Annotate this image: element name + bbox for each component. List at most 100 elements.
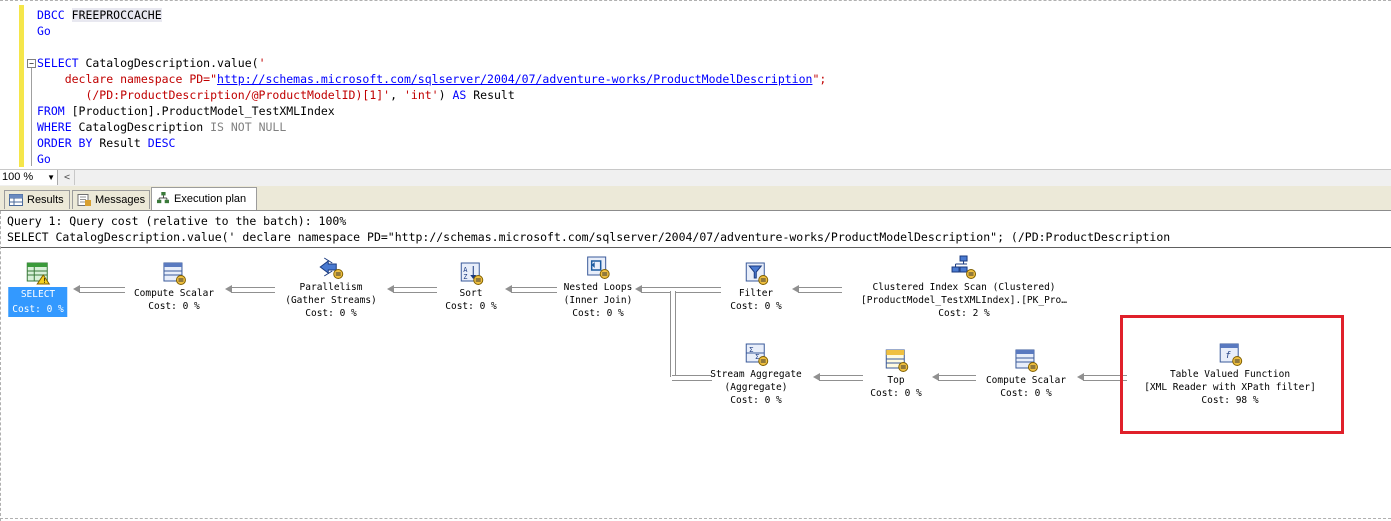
tab-execution-plan-label: Execution plan (174, 193, 247, 205)
code-line-5: declare namespace PD="http://schemas.mic… (37, 72, 827, 86)
clustered-index-scan-icon (951, 255, 976, 279)
svg-text:A: A (463, 266, 468, 274)
code-line-1: DBCC FREEPROCCACHE (37, 8, 162, 22)
bottom-border (0, 518, 1391, 520)
node-cost: Cost: 0 % (730, 301, 782, 312)
node-cost: Cost: 0 % (305, 308, 357, 319)
zoom-select[interactable]: 100 %▼ (0, 170, 58, 185)
plan-node-top[interactable]: Top Cost: 0 % (870, 348, 922, 400)
sql-editor[interactable]: − DBCC FREEPROCCACHE Go SELECT CatalogDe… (0, 0, 1391, 170)
code-line-4: SELECT CatalogDescription.value(' (37, 56, 266, 70)
query-sql-line: SELECT CatalogDescription.value(' declar… (7, 230, 1171, 244)
collapse-toggle-icon[interactable]: − (27, 59, 36, 68)
plan-separator (1, 247, 1391, 248)
messages-icon (77, 194, 91, 206)
plan-node-nested-loops[interactable]: Nested Loops (Inner Join) Cost: 0 % (563, 255, 633, 320)
flow-arrowhead (505, 285, 512, 293)
flow-arrowhead (225, 285, 232, 293)
node-cost: Cost: 0 % (572, 308, 624, 319)
flow-arrowhead (792, 285, 799, 293)
node-cost: Cost: 0 % (870, 388, 922, 399)
tab-execution-plan[interactable]: Execution plan (151, 187, 257, 210)
namespace-link[interactable]: http://schemas.microsoft.com/sqlserver/2… (217, 72, 813, 86)
node-subtitle: (Inner Join) (563, 295, 633, 306)
flow-connector (670, 291, 676, 377)
flow-arrowhead (387, 285, 394, 293)
flow-arrowhead (813, 373, 820, 381)
node-subtitle: (Gather Streams) (285, 295, 377, 306)
node-cost: Cost: 0 % (1000, 388, 1052, 399)
plan-node-clustered-index-scan[interactable]: Clustered Index Scan (Clustered) [Produc… (861, 255, 1067, 320)
flow-arrow (1083, 375, 1127, 381)
plan-node-select[interactable]: ! SELECT Cost: 0 % (8, 261, 68, 317)
code-line-8: WHERE CatalogDescription IS NOT NULL (37, 120, 287, 134)
tab-results-label: Results (27, 194, 64, 206)
node-cost: Cost: 2 % (938, 308, 990, 319)
flow-arrow (938, 375, 976, 381)
parallelism-icon (319, 257, 343, 279)
flow-arrow (79, 287, 125, 293)
flow-arrow (819, 375, 863, 381)
flow-arrowhead (1077, 373, 1084, 381)
table-valued-function-icon: f (1219, 343, 1242, 366)
node-name: Compute Scalar (133, 288, 215, 299)
flow-arrowhead (73, 285, 80, 293)
node-cost: Cost: 98 % (1201, 395, 1259, 406)
node-name: Parallelism (299, 282, 363, 293)
flow-arrow (393, 287, 437, 293)
query-cost-line: Query 1: Query cost (relative to the bat… (7, 214, 347, 228)
node-name: Table Valued Function (1169, 369, 1291, 380)
compute-scalar-icon (163, 262, 186, 285)
svg-text:Σ: Σ (755, 353, 759, 361)
node-name: Sort (459, 288, 483, 299)
tab-messages[interactable]: Messages (72, 190, 150, 209)
node-subtitle: [XML Reader with XPath filter] (1144, 382, 1316, 393)
node-name: Filter (738, 288, 774, 299)
tab-messages-label: Messages (95, 194, 146, 206)
plan-node-parallelism[interactable]: Parallelism (Gather Streams) Cost: 0 % (285, 255, 377, 320)
node-cost: Cost: 0 % (445, 301, 497, 312)
changed-lines-marker (19, 5, 24, 167)
editor-statusbar: 100 %▼ < (0, 169, 1391, 187)
select-label: SELECT (8, 287, 68, 302)
code-line-2: Go (37, 24, 51, 38)
node-subtitle: (Aggregate) (724, 382, 788, 393)
node-cost: Cost: 0 % (730, 395, 782, 406)
node-subtitle: [ProductModel_TestXMLIndex].[PK_Pro… (861, 295, 1067, 306)
plan-node-compute-scalar-2[interactable]: Compute Scalar Cost: 0 % (986, 348, 1066, 400)
code-line-9: ORDER BY Result DESC (37, 136, 176, 150)
code-line-6: (/PD:ProductDescription/@ProductModelID)… (37, 88, 515, 102)
flow-arrowhead (635, 285, 642, 293)
svg-text:!: ! (42, 277, 46, 285)
flow-arrow (511, 287, 557, 293)
svg-text:f: f (1225, 351, 1231, 361)
plan-node-filter[interactable]: Filter Cost: 0 % (730, 261, 782, 313)
chevron-down-icon: ▼ (47, 173, 55, 182)
execution-plan-icon (157, 192, 169, 204)
code-line-7: FROM [Production].ProductModel_TestXMLIn… (37, 104, 335, 118)
flow-arrow (798, 287, 842, 293)
node-name: Clustered Index Scan (Clustered) (872, 282, 1056, 293)
top-icon (885, 349, 908, 372)
plan-node-compute-scalar[interactable]: Compute Scalar Cost: 0 % (134, 261, 214, 313)
select-icon: ! (26, 262, 50, 285)
svg-text:Σ: Σ (749, 346, 753, 354)
tab-results[interactable]: Results (4, 190, 70, 209)
sort-icon: AZ (460, 262, 483, 285)
filter-icon (745, 262, 768, 285)
node-name: Compute Scalar (985, 375, 1067, 386)
flow-arrow (672, 375, 712, 381)
execution-plan-pane[interactable]: Query 1: Query cost (relative to the bat… (0, 211, 1391, 521)
flow-arrow (641, 287, 721, 293)
stream-aggregate-icon: ΣΣ (745, 343, 768, 366)
node-name: Top (887, 375, 905, 386)
node-name: Nested Loops (563, 282, 633, 293)
select-cost: Cost: 0 % (8, 302, 68, 317)
flow-arrowhead (932, 373, 939, 381)
outline-line (31, 68, 32, 166)
grid-icon (9, 194, 23, 206)
scroll-left-button[interactable]: < (60, 170, 75, 185)
plan-node-table-valued-function[interactable]: f Table Valued Function [XML Reader with… (1144, 342, 1316, 407)
